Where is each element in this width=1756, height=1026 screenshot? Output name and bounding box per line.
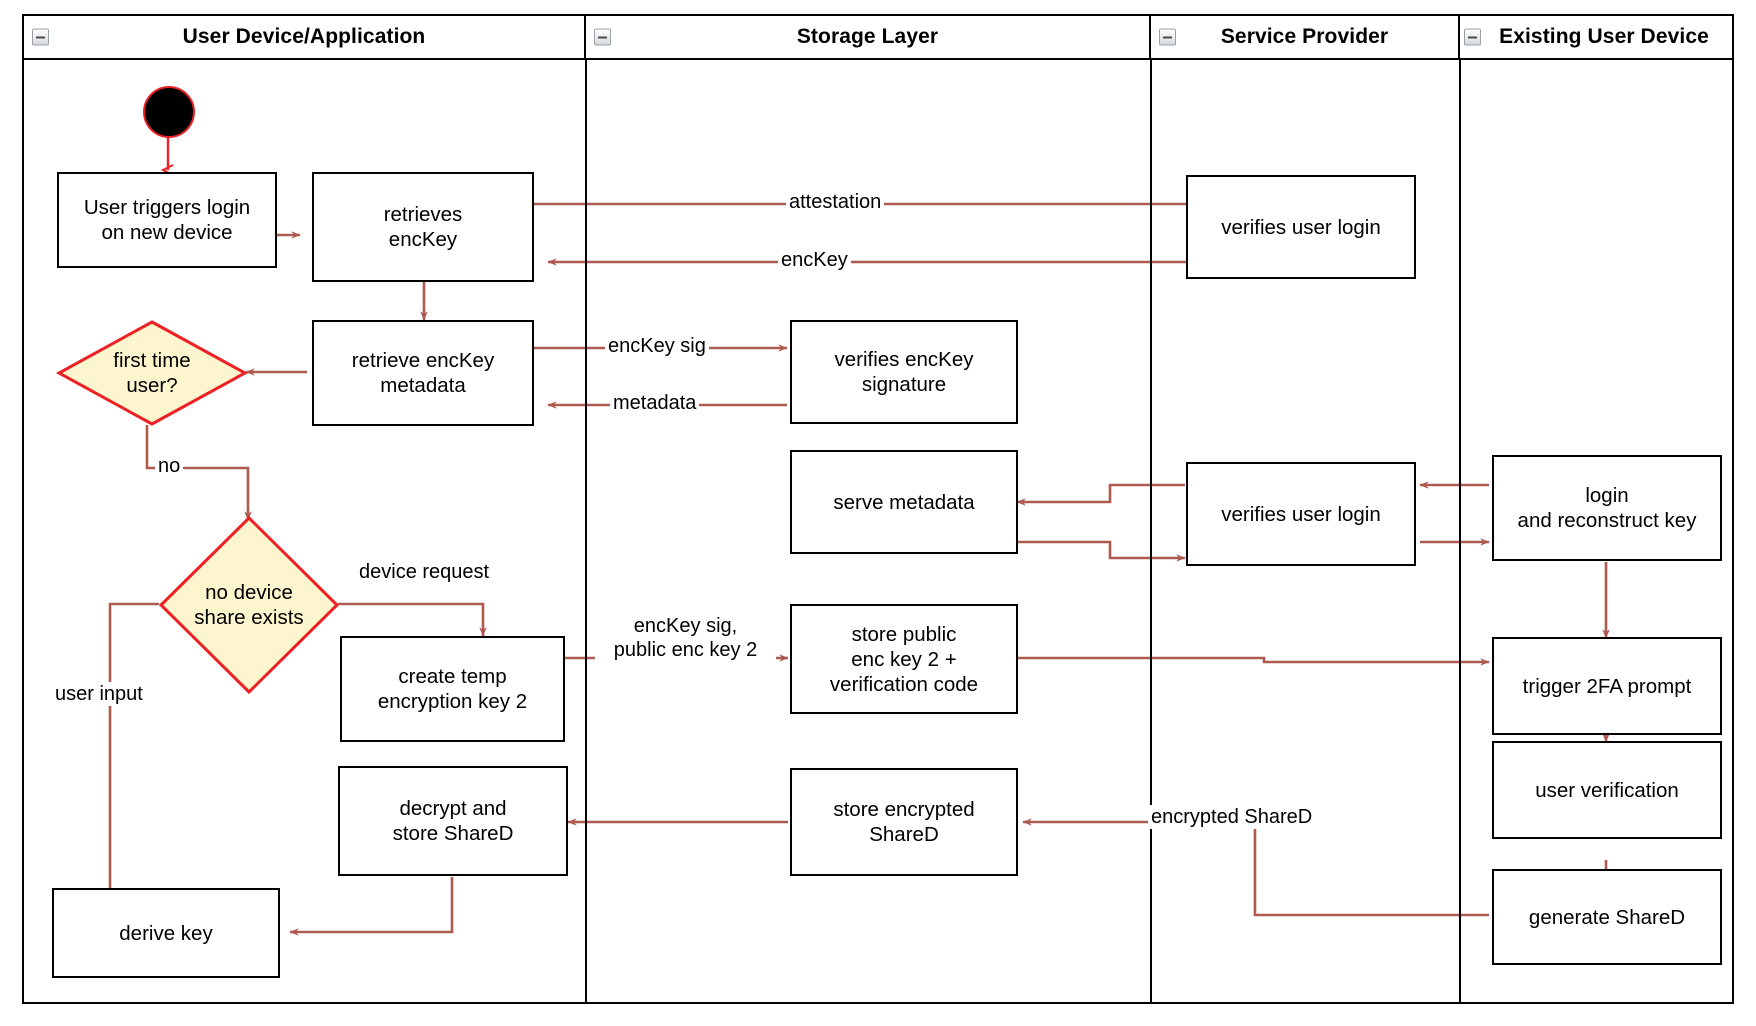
minus-box-icon[interactable] <box>1464 28 1481 46</box>
lane-title: Existing User Device <box>1499 25 1709 48</box>
initial-node <box>143 86 195 138</box>
node-user-triggers-login[interactable]: User triggers login on new device <box>57 172 277 268</box>
decision-first-time-user[interactable]: first time user? <box>55 320 249 426</box>
lane-title: User Device/Application <box>182 25 426 48</box>
decision-no-device-share-exists[interactable]: no device share exists <box>158 515 340 695</box>
node-retrieves-enckey[interactable]: retrieves encKey <box>312 172 534 282</box>
lane-header-user-device[interactable]: User Device/Application <box>22 14 586 60</box>
lane-header-service-provider[interactable]: Service Provider <box>1149 14 1460 60</box>
node-verifies-enckey-signature[interactable]: verifies encKey signature <box>790 320 1018 424</box>
edge-label-enckey: encKey <box>778 248 851 272</box>
minus-box-icon[interactable] <box>1159 28 1176 46</box>
lane-title: Storage Layer <box>796 25 939 48</box>
lane-divider-3 <box>1459 14 1461 1004</box>
node-decrypt-and-store-shared[interactable]: decrypt and store ShareD <box>338 766 568 876</box>
node-store-encrypted-shared[interactable]: store encrypted ShareD <box>790 768 1018 876</box>
node-trigger-2fa-prompt[interactable]: trigger 2FA prompt <box>1492 637 1722 735</box>
minus-box-icon[interactable] <box>594 28 611 46</box>
lane-divider-2 <box>1150 14 1152 1004</box>
minus-box-icon[interactable] <box>32 28 49 46</box>
edge-label-device-request: device request <box>356 560 493 584</box>
edge-label-encrypted-shared: encrypted ShareD <box>1148 805 1316 829</box>
node-user-verification[interactable]: user verification <box>1492 741 1722 839</box>
lane-header-existing-device[interactable]: Existing User Device <box>1458 14 1734 60</box>
edge-label-no: no <box>155 454 184 478</box>
edge-label-attestation: attestation <box>786 190 885 214</box>
lane-title: Service Provider <box>1220 25 1389 48</box>
edge-label-metadata: metadata <box>610 391 700 415</box>
node-login-and-reconstruct-key[interactable]: login and reconstruct key <box>1492 455 1722 561</box>
node-create-temp-encryption-key-2[interactable]: create temp encryption key 2 <box>340 636 565 742</box>
node-verifies-user-login-top[interactable]: verifies user login <box>1186 175 1416 279</box>
edge-label-user-input: user input <box>52 682 146 706</box>
lane-divider-1 <box>585 14 587 1004</box>
node-store-public-enc-key-2[interactable]: store public enc key 2 + verification co… <box>790 604 1018 714</box>
node-derive-key[interactable]: derive key <box>52 888 280 978</box>
node-retrieve-enckey-metadata[interactable]: retrieve encKey metadata <box>312 320 534 426</box>
node-generate-shared[interactable]: generate ShareD <box>1492 869 1722 965</box>
edge-label-enckey-sig-public-enc-key-2: encKey sig, public enc key 2 <box>595 614 776 662</box>
node-serve-metadata[interactable]: serve metadata <box>790 450 1018 554</box>
lane-header-storage[interactable]: Storage Layer <box>584 14 1151 60</box>
node-verifies-user-login-mid[interactable]: verifies user login <box>1186 462 1416 566</box>
edge-label-enckey-sig: encKey sig <box>605 334 709 358</box>
